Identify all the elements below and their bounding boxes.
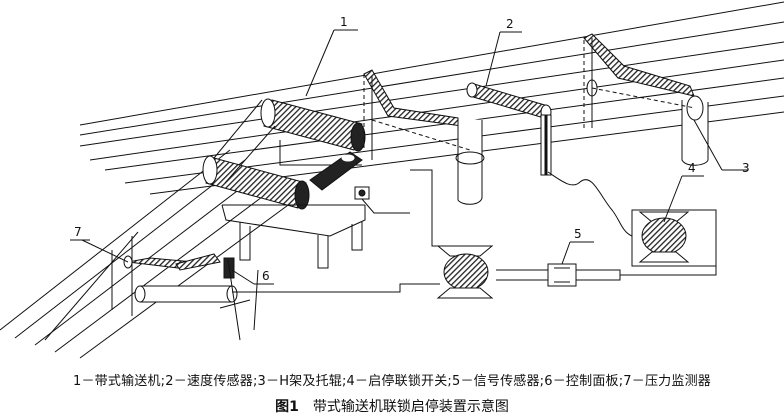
h-frame-rollers bbox=[202, 98, 410, 269]
conveyor-belt-lines bbox=[79, 1, 784, 195]
figure-number: 图1 bbox=[275, 399, 299, 415]
control-box bbox=[309, 151, 363, 191]
callout-label-6: 6 bbox=[262, 269, 270, 283]
figure-title: 带式输送机联锁启停装置示意图 bbox=[312, 399, 509, 415]
callout-6 bbox=[231, 269, 274, 285]
callout-2 bbox=[485, 31, 522, 87]
callout-label-2: 2 bbox=[506, 17, 514, 31]
callout-label-4: 4 bbox=[688, 161, 696, 175]
lower-roller bbox=[202, 155, 310, 210]
pressure-monitor-assembly bbox=[111, 236, 440, 341]
callout-labels: 1 2 3 4 5 6 7 bbox=[74, 15, 750, 283]
callout-label-7: 7 bbox=[74, 225, 82, 239]
interlock-switch bbox=[547, 171, 717, 267]
callout-label-1: 1 bbox=[340, 15, 348, 29]
callout-label-5: 5 bbox=[574, 227, 582, 241]
callout-1 bbox=[305, 29, 358, 97]
pressure-monitor bbox=[111, 236, 221, 316]
roller-side-bars bbox=[213, 99, 276, 184]
belt-strap-right bbox=[583, 33, 709, 166]
sensor-mount bbox=[354, 186, 410, 214]
callout-4 bbox=[663, 175, 704, 223]
signal-switch-box bbox=[436, 245, 494, 299]
figure-caption: 图1 带式输送机联锁启停装置示意图 bbox=[0, 396, 784, 416]
callout-3 bbox=[693, 119, 748, 171]
callout-label-3: 3 bbox=[742, 161, 750, 175]
belt-strap-left bbox=[363, 69, 485, 205]
upper-roller bbox=[260, 98, 366, 152]
lower-roller-tube bbox=[134, 259, 259, 341]
figure-legend: 1－带式输送机;2－速度传感器;3－H架及托辊;4－启停联锁开关;5－信号传感器… bbox=[73, 374, 711, 389]
lower-conveyor-lines bbox=[0, 149, 296, 359]
speed-sensor-roller bbox=[466, 82, 552, 176]
callouts bbox=[70, 29, 748, 285]
speed-sensor-assembly bbox=[363, 33, 709, 205]
callout-5 bbox=[561, 241, 594, 265]
h-frame bbox=[221, 140, 366, 269]
callout-7 bbox=[70, 239, 129, 263]
